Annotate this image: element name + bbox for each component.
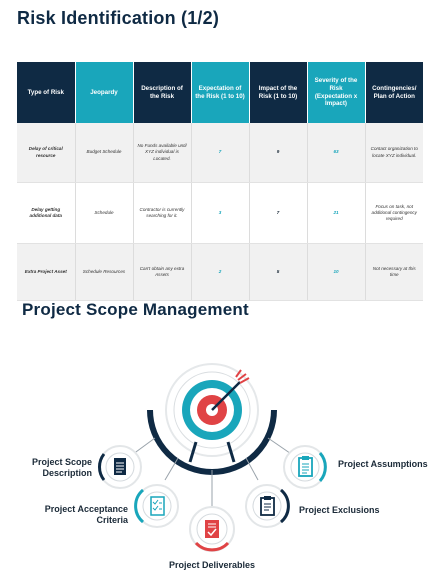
header-type-of-risk: Type of Risk [17,62,76,123]
cell-contingency: Not necessary at this time [365,243,423,301]
label-project-scope-description: Project Scope Description [31,457,92,478]
header-contingencies: Contingencies/ Plan of Action [365,62,423,123]
header-expectation: Expectation of the Risk (1 to 10) [191,62,250,123]
scope-diagram-graphic [97,363,327,552]
cell-expectation: 3 [191,182,250,244]
risk-identification-title: Risk Identification (1/2) [17,8,220,28]
cell-severity: 63 [307,123,366,183]
label-project-acceptance-criteria: Project Acceptance Criteria [44,504,128,525]
table-row: Delay of critical resource Budget Schedu… [17,123,423,183]
cell-jeopardy: Budget Schedule [75,123,134,183]
cell-impact: 7 [249,182,308,244]
cell-description: Contractor is currently searching for it… [133,182,192,244]
cell-impact: 9 [249,123,308,183]
table-row: Delay getting additional data Schedule C… [17,182,423,244]
cell-jeopardy: Schedule Resources [75,243,134,301]
cell-impact: 5 [249,243,308,301]
table-header-row: Type of Risk Jeopardy Description of the… [17,62,423,123]
cell-description: No Funds available until XYZ individual … [133,123,192,183]
clipboard-list-icon [283,445,327,489]
cell-severity: 10 [307,243,366,301]
cell-contingency: Contact organization to locate XYZ indiv… [365,123,423,183]
table-row: Extra Project Asset Schedule Resources C… [17,243,423,301]
cell-contingency: Focus on task, not additional contingenc… [365,182,423,244]
header-description: Description of the Risk [133,62,192,123]
cell-type: Delay of critical resource [17,123,76,183]
cell-type: Extra Project Asset [17,243,76,301]
scope-diagram: Project Scope Description Project Accept… [0,330,442,572]
header-jeopardy: Jeopardy [75,62,134,123]
label-project-exclusions: Project Exclusions [299,505,380,515]
checklist-icon [134,484,179,528]
cell-description: Can't obtain any extra Assets [133,243,192,301]
check-document-icon [189,506,235,552]
cell-expectation: 7 [191,123,250,183]
cell-severity: 21 [307,182,366,244]
clipboard-icon [245,484,290,528]
label-project-assumptions: Project Assumptions [338,459,428,469]
cell-type: Delay getting additional data [17,182,76,244]
project-scope-title: Project Scope Management [22,300,249,319]
header-severity: Severity of the Risk (Expectation x Impa… [307,62,366,123]
label-project-deliverables: Project Deliverables [168,560,256,570]
cell-jeopardy: Schedule [75,182,134,244]
header-impact: Impact of the Risk (1 to 10) [249,62,308,123]
cell-expectation: 2 [191,243,250,301]
document-icon [97,445,142,489]
target-arrow-icon [165,363,259,463]
risk-table: Type of Risk Jeopardy Description of the… [17,62,423,301]
